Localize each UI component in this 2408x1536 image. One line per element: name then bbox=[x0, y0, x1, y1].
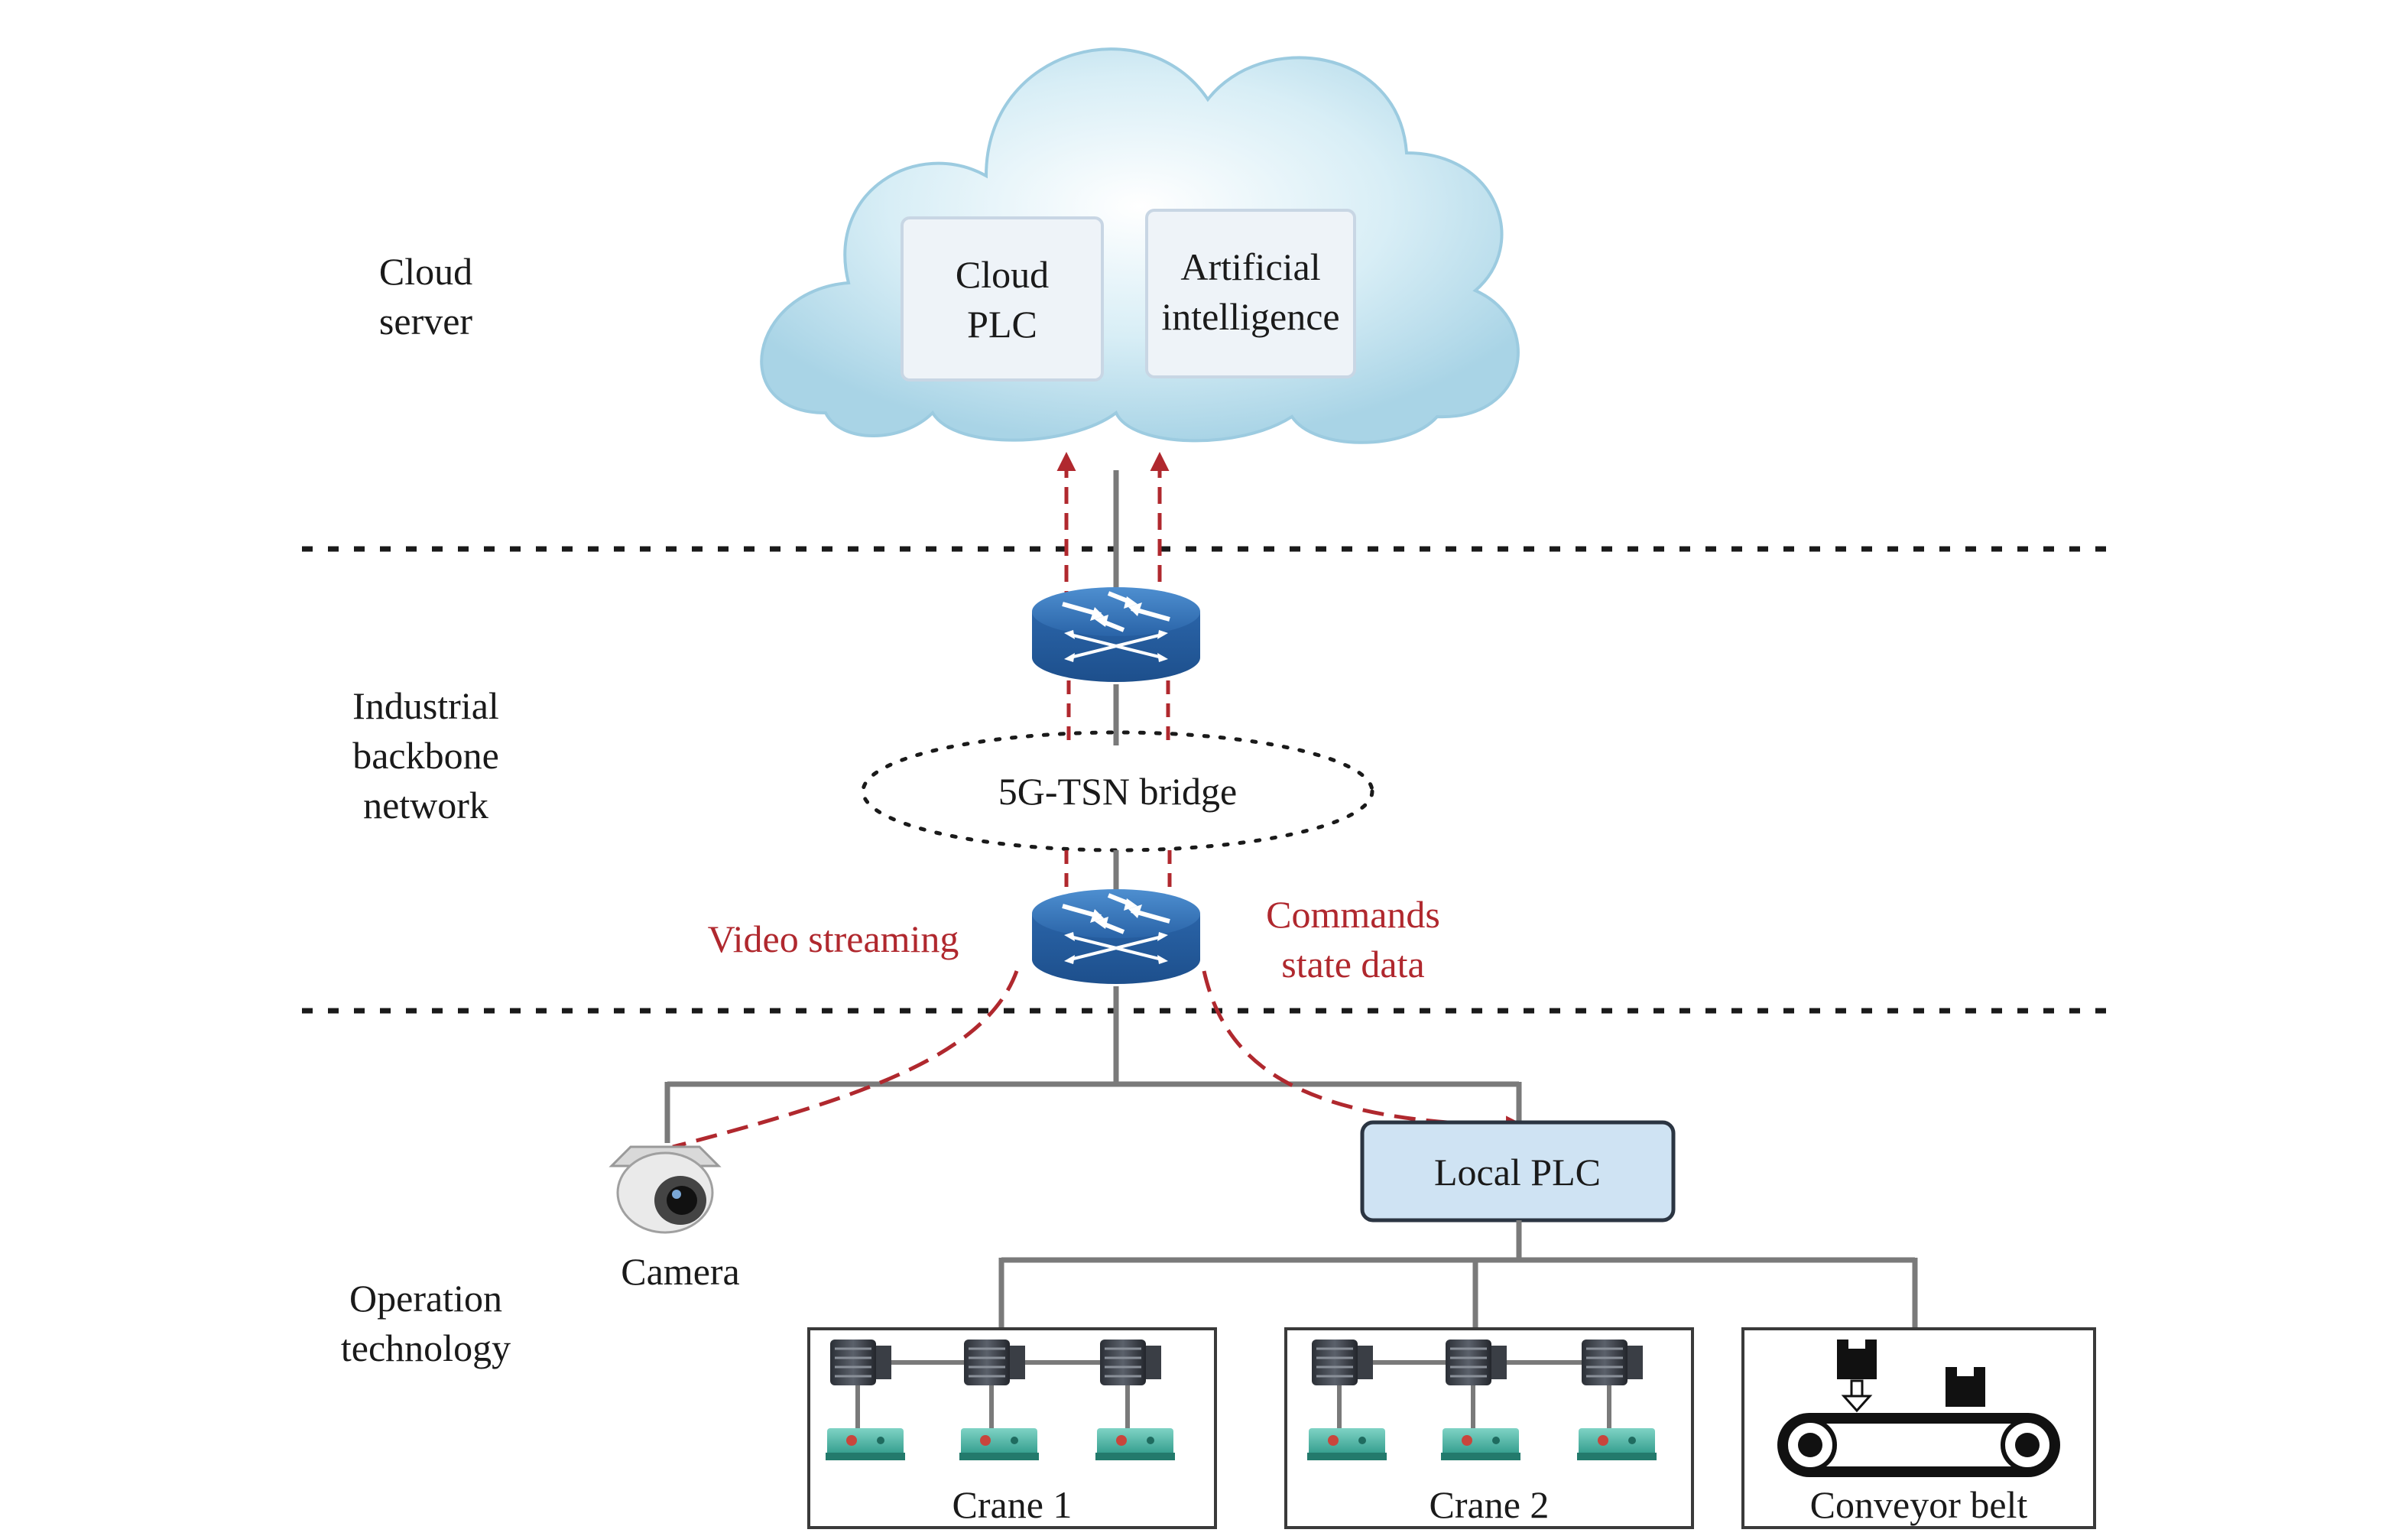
cloud-plc-label-line1: Cloud bbox=[956, 253, 1049, 296]
router-top-icon bbox=[1032, 587, 1200, 682]
flow-video-label: Video streaming bbox=[708, 917, 959, 960]
layer-label-ot-line1: Operation bbox=[349, 1277, 502, 1320]
ai-box bbox=[1145, 209, 1356, 378]
router-bottom-icon bbox=[1032, 889, 1200, 984]
ai-label-line2: intelligence bbox=[1161, 295, 1339, 338]
flow-commands-curve bbox=[1202, 970, 1525, 1135]
layer-label-backbone-line1: Industrial bbox=[352, 684, 499, 727]
layer-label-backbone-line2: backbone bbox=[352, 734, 499, 777]
camera-label: Camera bbox=[621, 1250, 739, 1293]
bridge-label: 5G-TSN bridge bbox=[998, 770, 1237, 813]
conveyor-label: Conveyor belt bbox=[1810, 1483, 2028, 1526]
cloud-plc-box bbox=[901, 216, 1104, 382]
camera-icon bbox=[608, 1145, 722, 1234]
crane2-graphic bbox=[1307, 1338, 1657, 1460]
cloud-icon bbox=[760, 47, 1520, 444]
flow-commands-label-line1: Commands bbox=[1266, 893, 1440, 936]
layer-label-backbone-line3: network bbox=[363, 784, 488, 826]
layer-label-cloud-line1: Cloud bbox=[379, 250, 472, 293]
layer-label-ot-line2: technology bbox=[341, 1327, 511, 1369]
flow-video-curve bbox=[672, 970, 1019, 1149]
crane1-graphic bbox=[826, 1338, 1175, 1460]
conveyor-graphic bbox=[1777, 1340, 2060, 1477]
tsn-bridge-ellipse bbox=[861, 730, 1374, 852]
cloud-plc-label-line2: PLC bbox=[967, 303, 1037, 346]
flow-commands-label-line2: state data bbox=[1281, 943, 1424, 986]
local-plc-label: Local PLC bbox=[1434, 1151, 1601, 1193]
crane1-label: Crane 1 bbox=[952, 1483, 1073, 1526]
ai-label-line1: Artificial bbox=[1180, 245, 1320, 288]
layer-label-cloud-line2: server bbox=[379, 300, 472, 343]
crane2-label: Crane 2 bbox=[1430, 1483, 1550, 1526]
